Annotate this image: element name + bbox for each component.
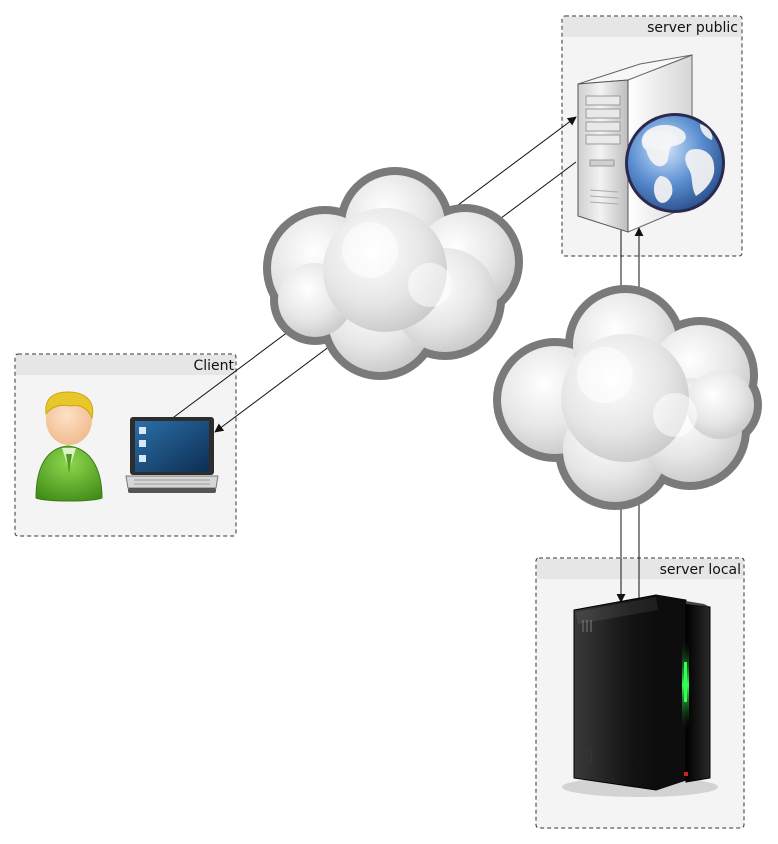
cloud-icon (263, 167, 523, 380)
globe-icon (625, 113, 725, 213)
group-title-server-local: server local (660, 562, 741, 578)
cloud-icon (493, 285, 762, 510)
tower-server-icon (562, 594, 718, 797)
laptop-icon (125, 417, 219, 493)
group-title-client: Client (193, 358, 234, 374)
user-icon (35, 391, 103, 502)
group-title-server-public: server public (647, 20, 738, 36)
